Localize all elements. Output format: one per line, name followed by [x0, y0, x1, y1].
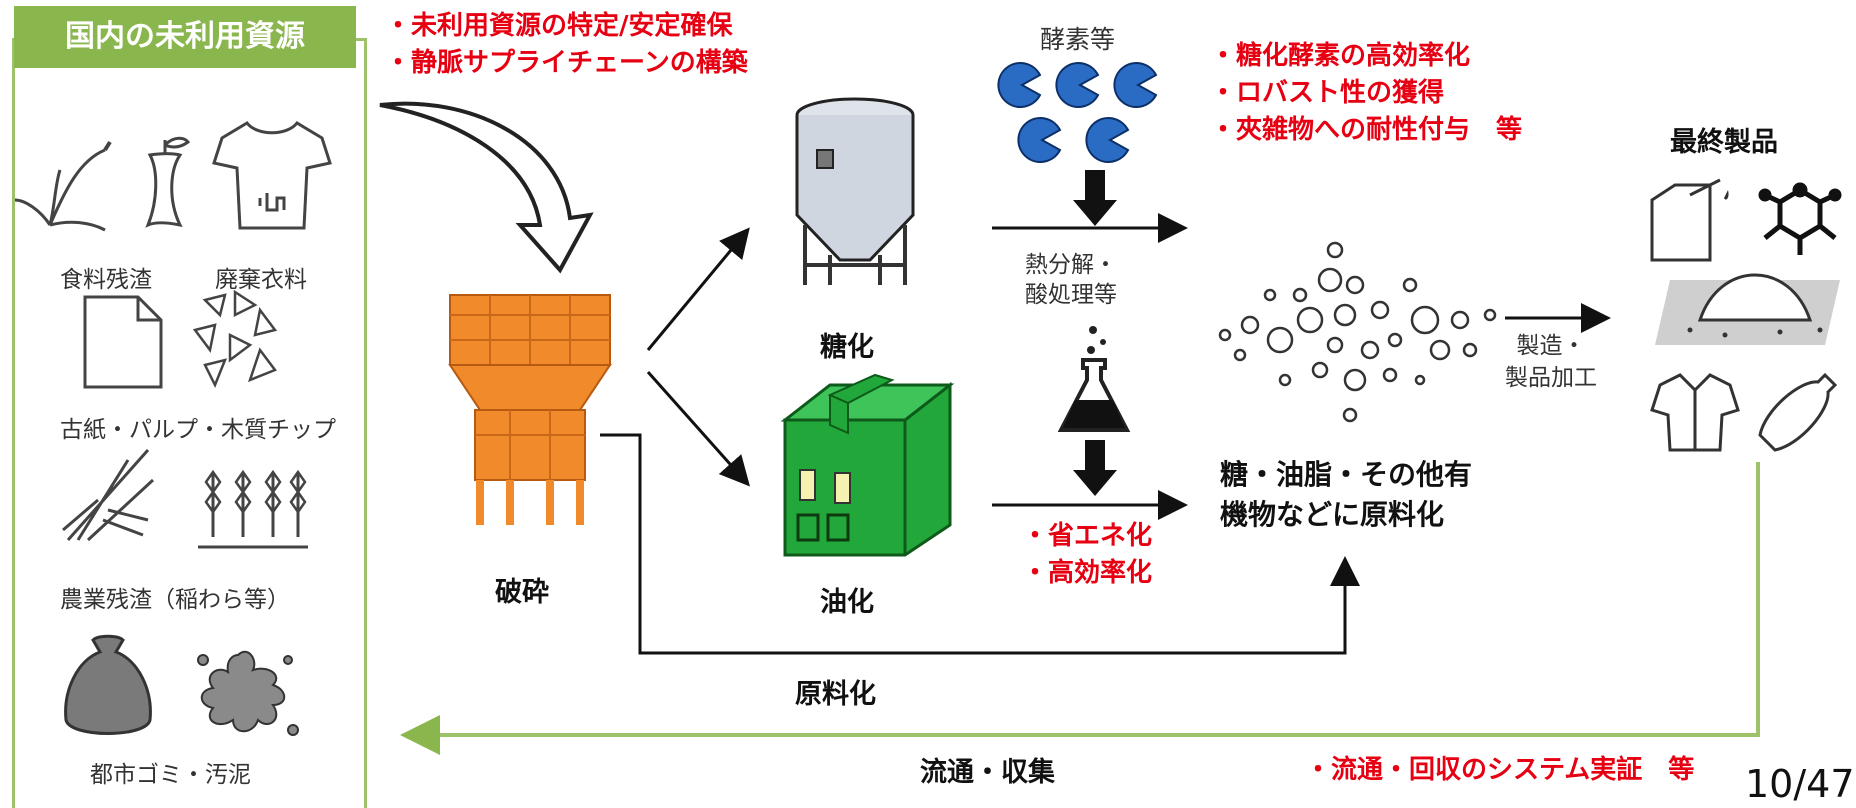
- distribution-label: 流通・収集: [920, 757, 1055, 788]
- enzyme-icon: [1085, 117, 1130, 163]
- pyrolysis-label-line: 酸処理等: [1025, 282, 1117, 308]
- manufacturing-label: 製造・ 製品加工: [1505, 330, 1597, 394]
- garbage-bag-icon: [64, 634, 152, 735]
- sourcing-challenges: ・未利用資源の特定/安定確保 ・静脈サプライチェーンの構築: [385, 8, 748, 82]
- challenge-item: ・未利用資源の特定/安定確保: [385, 11, 733, 41]
- waste-clothing-label: 廃棄衣料: [215, 267, 307, 293]
- challenge-item: ・ロバスト性の獲得: [1210, 78, 1445, 108]
- plastic-bottle-icon: [1758, 372, 1838, 452]
- saccharification-label: 糖化: [820, 332, 874, 363]
- enzyme-icon: [1017, 117, 1062, 163]
- challenge-item: ・夾雑物への耐性付与 等: [1210, 115, 1523, 145]
- curved-arrow-icon: [379, 101, 594, 274]
- challenge-item: ・静脈サプライチェーンの構築: [385, 48, 748, 78]
- saccharification-tank-icon: [795, 97, 915, 285]
- challenge-item: ・省エネ化: [1022, 521, 1153, 551]
- jerrycan-icon: [1650, 178, 1729, 262]
- enzyme-pacman-icons: [997, 62, 1158, 163]
- wheat-field-icon: [198, 469, 308, 549]
- paper-icon: [83, 295, 163, 389]
- crusher-machine-icon: [448, 294, 612, 525]
- urban-waste-label: 都市ゴミ・汚泥: [90, 762, 251, 788]
- tshirt-icon: [212, 121, 332, 230]
- pyrolysis-label-line: 熱分解・: [1025, 252, 1117, 278]
- sludge-splat-icon: [197, 650, 299, 736]
- distribution-challenge: ・流通・回収のシステム実証 等: [1305, 755, 1695, 785]
- final-products-label: 最終製品: [1670, 127, 1778, 158]
- enzyme-challenges: ・糖化酵素の高効率化 ・ロバスト性の獲得 ・夾雑物への耐性付与 等: [1210, 38, 1522, 149]
- food-waste-label: 食料残渣: [60, 267, 152, 293]
- enzyme-icon: [997, 62, 1042, 108]
- raw-material-label: 原料化: [795, 679, 876, 710]
- pulp-chips-icon: [192, 289, 278, 389]
- enzyme-label: 酵素等: [1040, 25, 1116, 54]
- enzyme-icon: [1113, 62, 1158, 108]
- hexagon-molecule-icon: [1758, 182, 1842, 255]
- paper-pulp-label: 古紙・パルプ・木質チップ: [60, 417, 336, 443]
- banana-peel-icon: [14, 140, 112, 232]
- oilification-label: 油化: [820, 587, 874, 618]
- shirt-icon: [1650, 373, 1740, 452]
- manufacturing-label-line: 製品加工: [1505, 365, 1597, 391]
- manufacturing-label-line: 製造・: [1516, 333, 1586, 359]
- final-products-icons: [1650, 178, 1842, 452]
- challenge-item: ・糖化酵素の高効率化: [1210, 41, 1471, 71]
- oilification-machine-icon: [780, 373, 955, 557]
- pyrolysis-label: 熱分解・ 酸処理等: [1025, 250, 1117, 310]
- intermediate-label: 糖・油脂・その他有 機物などに原料化: [1220, 455, 1472, 535]
- molecules-bubbles-icon: [1218, 241, 1497, 423]
- intermediate-label-line: 機物などに原料化: [1220, 498, 1445, 531]
- intermediate-label-line: 糖・油脂・その他有: [1220, 458, 1473, 491]
- challenge-item: ・高効率化: [1022, 558, 1153, 588]
- enzyme-icon: [1055, 62, 1100, 108]
- powder-pile-icon: [1655, 273, 1840, 345]
- rice-straw-icon: [62, 449, 155, 542]
- flask-icon: [1057, 326, 1131, 432]
- apple-core-icon: [145, 136, 191, 228]
- pyrolysis-challenges: ・省エネ化 ・高効率化: [1022, 518, 1152, 592]
- crushing-label: 破砕: [495, 577, 549, 608]
- agri-residue-label: 農業残渣（稲わら等）: [60, 587, 290, 613]
- page-number: 10/47: [1745, 762, 1855, 806]
- resources-title: 国内の未利用資源: [14, 6, 356, 68]
